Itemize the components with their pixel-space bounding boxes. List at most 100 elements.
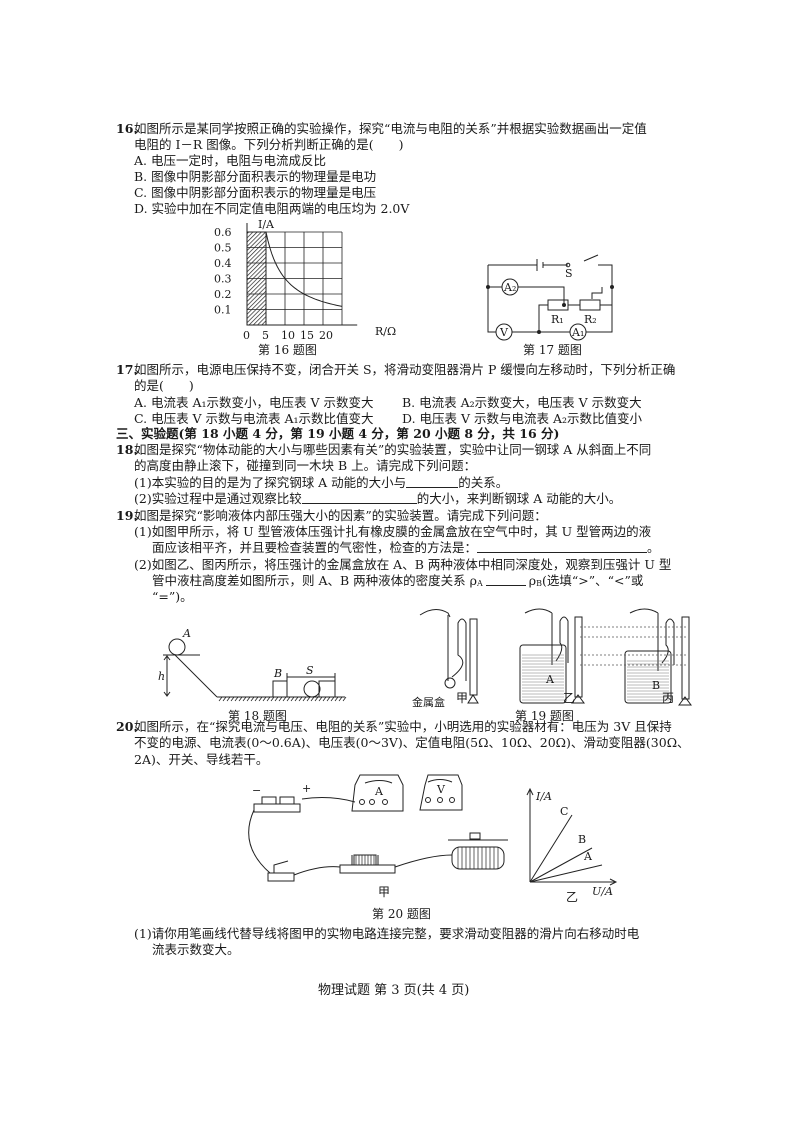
q19-answer-blank-1[interactable] bbox=[477, 540, 648, 553]
r2-label: R₂ bbox=[584, 313, 597, 326]
q19-sub-1-text: 面应该相平齐，并且要检查装置的气密性，检查的方法是： bbox=[152, 540, 478, 555]
ground-hatch bbox=[294, 696, 299, 702]
battery-plus: + bbox=[302, 782, 311, 795]
distance-s-label: S bbox=[306, 664, 314, 677]
x-tick-label: 5 bbox=[262, 329, 269, 342]
y-tick-label: 0.6 bbox=[214, 226, 232, 239]
metal-box-label: 金属盒 bbox=[412, 695, 445, 709]
figure-19-pressure-gauge: 金属盒 A B bbox=[412, 608, 692, 709]
line-c-label: C bbox=[560, 805, 568, 818]
ground-hatch bbox=[250, 696, 255, 702]
switch-label: S bbox=[565, 267, 573, 280]
ball-a-label: A bbox=[182, 627, 191, 640]
q19-sub-1-line-2: 面应该相平齐，并且要检查装置的气密性，检查的方法是： 。 bbox=[152, 540, 660, 555]
ground-hatch bbox=[262, 696, 267, 702]
ground-hatch bbox=[318, 696, 323, 702]
q20-stem-line-1: 如图所示，在“探究电流与电压、电阻的关系”实验中，小明选用的实验器材有：电压为 … bbox=[134, 719, 672, 734]
ground-hatch bbox=[310, 696, 315, 702]
panel-jia-20: 甲 bbox=[378, 885, 391, 899]
page-footer: 物理试题 第 3 页(共 4 页) bbox=[318, 983, 470, 998]
ground-hatch bbox=[218, 696, 223, 702]
ground-hatch bbox=[322, 696, 327, 702]
figure-19-caption: 第 19 题图 bbox=[515, 709, 574, 723]
ground-hatch bbox=[278, 696, 283, 702]
ground-hatch bbox=[266, 696, 271, 702]
ground-hatch bbox=[246, 696, 251, 702]
q19-answer-blank-2[interactable] bbox=[485, 573, 526, 586]
q18-sub-1: (1)本实验的目的是为了探究钢球 A 动能的大小与 的关系。 bbox=[134, 475, 508, 490]
q19-sub-1-line-1: (1)如图甲所示，将 U 型管液体压强计扎有橡皮膜的金属盒放在空气中时，其 U … bbox=[134, 524, 652, 539]
ammeter-a1-label: A₁ bbox=[571, 326, 584, 339]
q19-number: 19. bbox=[116, 508, 138, 523]
q16-option-b: B. 图像中阴影部分面积表示的物理量是电功 bbox=[134, 169, 377, 184]
ground-hatch bbox=[242, 696, 247, 702]
ammeter-a2-label: A₂ bbox=[503, 281, 516, 294]
i-r-curve bbox=[265, 231, 343, 307]
q17-number: 17. bbox=[116, 362, 138, 377]
q19-sub-2-tail: (选填“>”、“<”或 bbox=[542, 573, 644, 588]
q19-sub-2-line-1: (2)如图乙、图丙所示，将压强计的金属盒放在 A、B 两种液体中相同深度处，观察… bbox=[134, 557, 672, 572]
rho-b-subscript: B bbox=[536, 579, 543, 588]
q18-sub-2-text: (2)实验过程中是通过观察比较 bbox=[134, 491, 302, 506]
x-tick-label: 15 bbox=[300, 329, 314, 342]
q20-sub-1-line-1: (1)请你用笔画线代替导线将图甲的实物电路连接完整，要求滑动变阻器的滑片向右移动… bbox=[134, 926, 640, 941]
ground-hatch bbox=[330, 696, 335, 702]
ground-hatch bbox=[302, 696, 307, 702]
block-b-label: B bbox=[273, 667, 282, 680]
y-tick-label: 0.2 bbox=[214, 288, 232, 301]
q18-answer-blank-1[interactable] bbox=[406, 475, 459, 488]
q16-stem-line-1: 如图所示是某同学按照正确的实验操作，探究“电流与电阻的关系”并根据实验数据画出一… bbox=[134, 121, 647, 136]
ground-hatch bbox=[314, 696, 319, 702]
x-tick-label: 0 bbox=[243, 329, 250, 342]
ground-hatch bbox=[334, 696, 339, 702]
r1-label: R₁ bbox=[551, 313, 564, 326]
figure-20-i-u-graph: I/A U/A C B A bbox=[526, 787, 618, 898]
liquid-b-label: B bbox=[652, 679, 660, 692]
figure-20-caption: 第 20 题图 bbox=[372, 907, 431, 921]
q18-answer-blank-2[interactable] bbox=[301, 491, 417, 504]
y-tick-label: 0.4 bbox=[214, 257, 232, 270]
q20-sub-1-line-2: 流表示数变大。 bbox=[152, 942, 240, 957]
q18-sub-1-end: 的关系。 bbox=[458, 475, 509, 490]
line-a bbox=[529, 864, 603, 883]
ground-hatch bbox=[306, 696, 311, 702]
q18-sub-2: (2)实验过程中是通过观察比较的大小，来判断钢球 A 动能的大小。 bbox=[134, 491, 621, 506]
panel-jia-label: 甲 bbox=[456, 691, 469, 705]
figure-18-caption: 第 18 题图 bbox=[228, 709, 287, 723]
x-axis-label: R/Ω bbox=[375, 325, 396, 338]
ground-hatch bbox=[274, 696, 279, 702]
q18-sub-1-text: (1)本实验的目的是为了探究钢球 A 动能的大小与 bbox=[134, 475, 407, 490]
q19-sub-1-end: 。 bbox=[647, 540, 660, 555]
q16-number: 16. bbox=[116, 121, 138, 136]
q19-sub-2-line-3: “=”)。 bbox=[152, 589, 193, 604]
x-tick-label: 20 bbox=[319, 329, 333, 342]
figure-16-caption: 第 16 题图 bbox=[258, 343, 317, 357]
figure-17-circuit: S A₂ R₁ R₂ V A₁ bbox=[486, 254, 614, 341]
q16-stem-line-2: 电阻的 I－R 图像。下列分析判断正确的是( ) bbox=[134, 137, 404, 152]
q17-option-b: B. 电流表 A₂示数变大，电压表 V 示数变大 bbox=[402, 395, 642, 410]
ground-hatch bbox=[282, 696, 287, 702]
q18-number: 18. bbox=[116, 442, 138, 457]
panel-yi-20: 乙 bbox=[566, 890, 579, 904]
ground-hatch bbox=[326, 696, 331, 702]
height-h-label: h bbox=[158, 670, 165, 683]
y-tick-label: 0.3 bbox=[214, 273, 232, 286]
ground-hatch bbox=[342, 696, 347, 702]
voltmeter-label: V bbox=[436, 783, 446, 796]
rho-b: ρ bbox=[528, 573, 537, 588]
q16-option-d: D. 实验中加在不同定值电阻两端的电压均为 2.0V bbox=[134, 201, 410, 216]
ground-hatch bbox=[270, 696, 275, 702]
q16-option-c: C. 图像中阴影部分面积表示的物理量是电压 bbox=[134, 185, 377, 200]
ground-hatch bbox=[254, 696, 259, 702]
y-axis-label: I/A bbox=[258, 218, 275, 231]
figure-17-caption: 第 17 题图 bbox=[523, 343, 582, 357]
q17-option-d: D. 电压表 V 示数与电流表 A₂示数比值变小 bbox=[402, 411, 643, 426]
ammeter-label: A bbox=[374, 785, 384, 798]
q20-stem-line-3: 2A)、开关、导线若干。 bbox=[134, 752, 269, 767]
q20-number: 20. bbox=[116, 719, 138, 734]
line-b-label: B bbox=[578, 833, 586, 846]
panel-bing-label: 丙 bbox=[662, 691, 675, 705]
panel-yi-label: 乙 bbox=[563, 691, 576, 705]
q20-stem-line-2: 不变的电源、电流表(0～0.6A)、电压表(0～3V)、定值电阻(5Ω、10Ω、… bbox=[134, 735, 690, 750]
